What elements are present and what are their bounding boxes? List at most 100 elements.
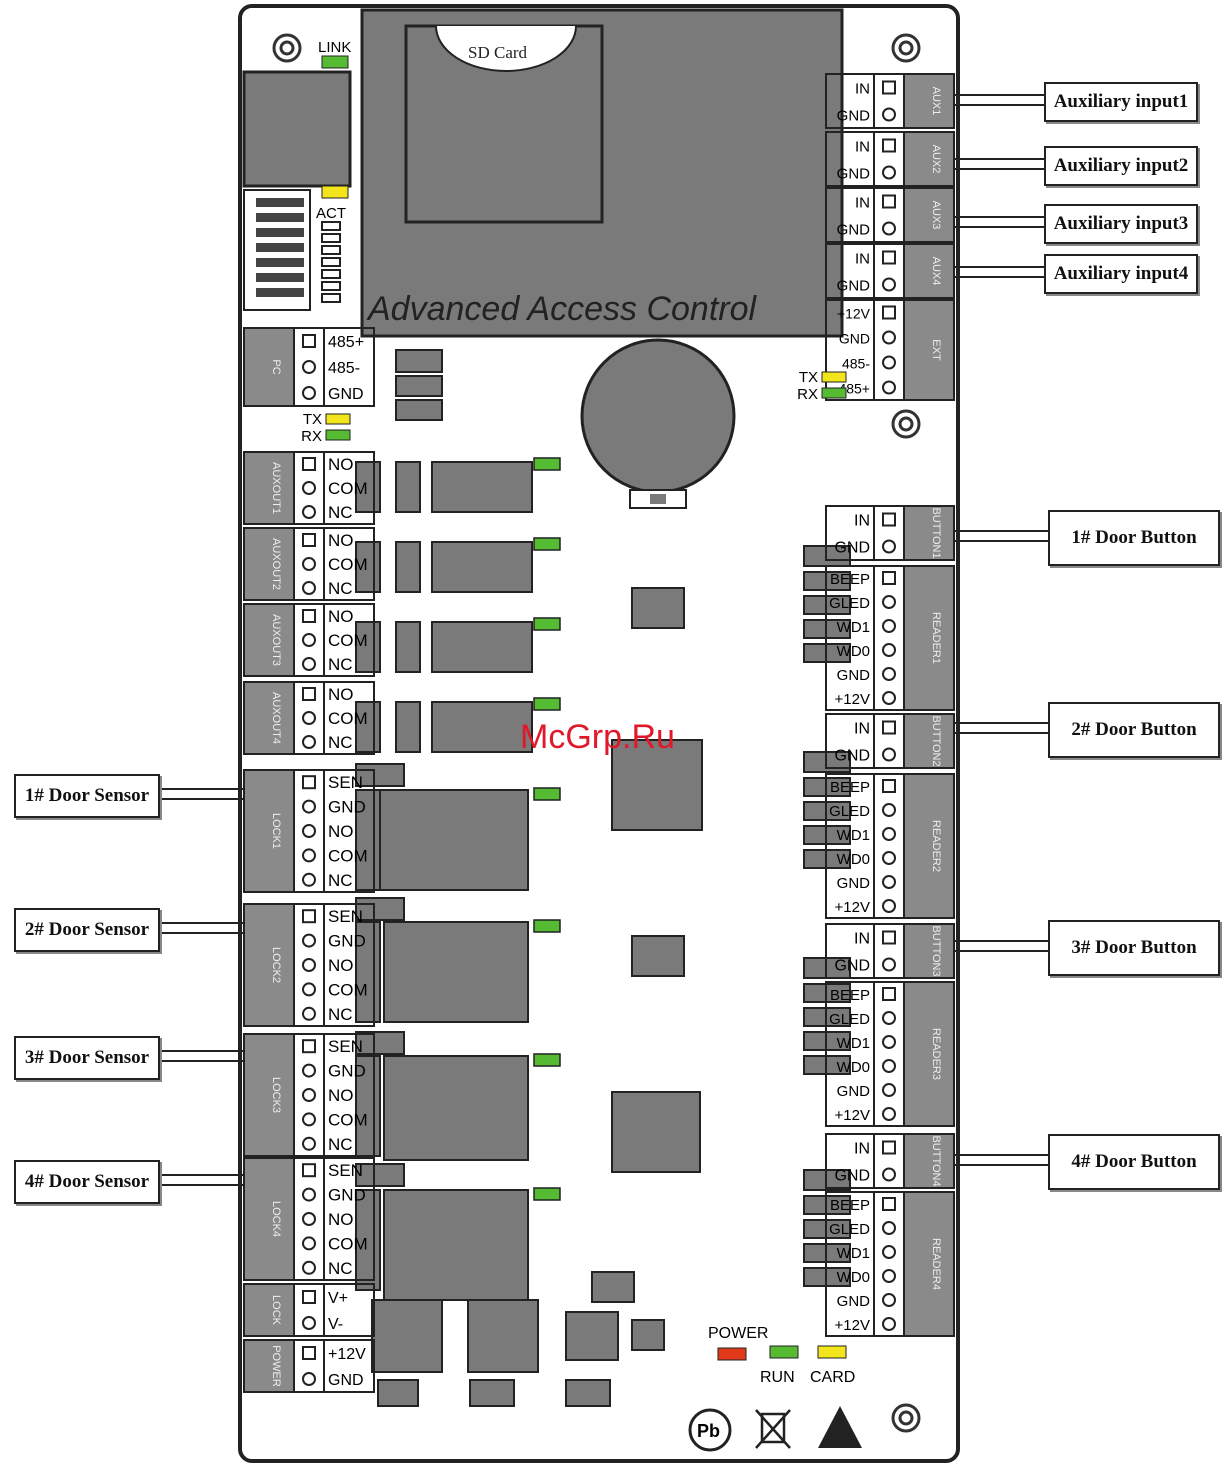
reader-1-pin-label: GLED — [829, 595, 870, 612]
screw-round — [882, 1011, 896, 1025]
screw-square — [882, 720, 896, 735]
relay-leds — [533, 457, 561, 1201]
screw-square — [882, 930, 896, 945]
act-label: ACT — [316, 205, 346, 222]
run-led — [769, 1345, 799, 1359]
reader-3-pin-label: +12V — [835, 1107, 870, 1124]
lock-3-pin-label: NO — [328, 1086, 354, 1105]
screw-square — [882, 1140, 896, 1155]
screw-round — [882, 643, 896, 657]
callout-door-sensor-3: 3# Door Sensor — [14, 1036, 160, 1080]
lock-4-pin-label: COM — [328, 1234, 368, 1253]
auxout-3-side-label: AUXOUT3 — [270, 614, 282, 666]
screw-round — [882, 165, 896, 180]
reader-4-pin-label: GND — [837, 1293, 871, 1310]
screw-round — [302, 633, 316, 647]
coin-battery — [580, 338, 736, 509]
compliance-icons: Pb — [688, 1406, 862, 1452]
pc-region-parts — [395, 349, 443, 421]
callout-door-sensor-1: 1# Door Sensor — [14, 774, 160, 818]
reader-1-side-label: READER1 — [930, 612, 942, 664]
aux-in-1-pin-label: GND — [837, 108, 871, 125]
aux-in-4-pin-label: IN — [855, 251, 870, 268]
screw-square — [302, 909, 316, 924]
aux-in-3-pin-label: IN — [855, 195, 870, 212]
callout-door-button-2: 2# Door Button — [1048, 702, 1220, 758]
auxout-1-side-label: AUXOUT1 — [270, 462, 282, 514]
relays — [355, 461, 635, 1407]
power-label: POWER — [708, 1325, 768, 1342]
aux-in-2-side-label: AUX2 — [930, 145, 942, 174]
button-4-pin-label: GND — [834, 1168, 870, 1185]
screw-round — [302, 1136, 316, 1151]
screw-square — [882, 571, 896, 585]
screw-square — [302, 1039, 316, 1054]
pc-port-pin-label: 485- — [328, 360, 360, 377]
callout-aux-input-4: Auxiliary input4 — [1044, 254, 1198, 294]
auxout-1-pin-label: NO — [328, 455, 354, 474]
button-1-pin-label: GND — [834, 540, 870, 557]
screw-round — [302, 581, 316, 595]
auxout-2-pin-label: COM — [328, 555, 368, 574]
button-1-pin-label: IN — [854, 513, 870, 530]
screw-square — [302, 457, 316, 471]
screw-square — [302, 1163, 316, 1178]
screw-round — [302, 982, 316, 997]
button-4-pin-label: IN — [854, 1141, 870, 1158]
callout-door-sensor-2: 2# Door Sensor — [14, 908, 160, 952]
screw-square — [302, 334, 316, 348]
button-1-side-label: BUTTON1 — [930, 507, 942, 558]
callout-door-button-1: 1# Door Button — [1048, 510, 1220, 566]
reader-4-side-label: READER4 — [930, 1238, 942, 1290]
aux-in-1-side-label: AUX1 — [930, 87, 942, 116]
reader-1-pin-label: +12V — [835, 691, 870, 708]
lock-1-pin-label: NC — [328, 871, 353, 890]
esd-warning-icon — [818, 1406, 862, 1448]
screw-round — [882, 277, 896, 292]
reader-1-pin-label: WD1 — [837, 619, 870, 636]
button-3-pin-label: GND — [834, 958, 870, 975]
screw-square — [302, 1290, 316, 1304]
screw-round — [302, 1316, 316, 1330]
ext-port-rx-label: RX — [797, 386, 818, 403]
screw-square — [882, 80, 896, 95]
screw-round — [302, 872, 316, 887]
reader-3-pin-label: WD1 — [837, 1035, 870, 1052]
aux-in-3-pin-label: GND — [837, 222, 871, 239]
reader-2-pin-label: WD0 — [837, 851, 870, 868]
power-in-pin-label: GND — [328, 1372, 364, 1389]
card-label: CARD — [810, 1369, 855, 1386]
screw-round — [302, 360, 316, 374]
screw-round — [302, 824, 316, 838]
pc-port-rx-label: RX — [301, 428, 322, 445]
auxout-1-pin-label: NC — [328, 503, 353, 522]
screw-round — [882, 1269, 896, 1283]
lock-2-pin-label: NC — [328, 1005, 353, 1024]
lock-2-pin-label: GND — [328, 932, 366, 951]
lock-4-side-label: LOCK4 — [270, 1201, 282, 1237]
screw-round — [302, 711, 316, 725]
reader-4-pin-label: WD0 — [837, 1269, 870, 1286]
screw-round — [882, 1083, 896, 1097]
reader-3-pin-label: GND — [837, 1083, 871, 1100]
ext-port-pin-label: +12V — [837, 306, 871, 322]
callout-door-sensor-4: 4# Door Sensor — [14, 1160, 160, 1204]
screw-round — [302, 1236, 316, 1251]
aux-in-3-side-label: AUX3 — [930, 201, 942, 230]
lock-2-side-label: LOCK2 — [270, 947, 282, 983]
screw-round — [882, 691, 896, 705]
screw-square — [302, 609, 316, 623]
reader-4-pin-label: BEEP — [830, 1197, 870, 1214]
